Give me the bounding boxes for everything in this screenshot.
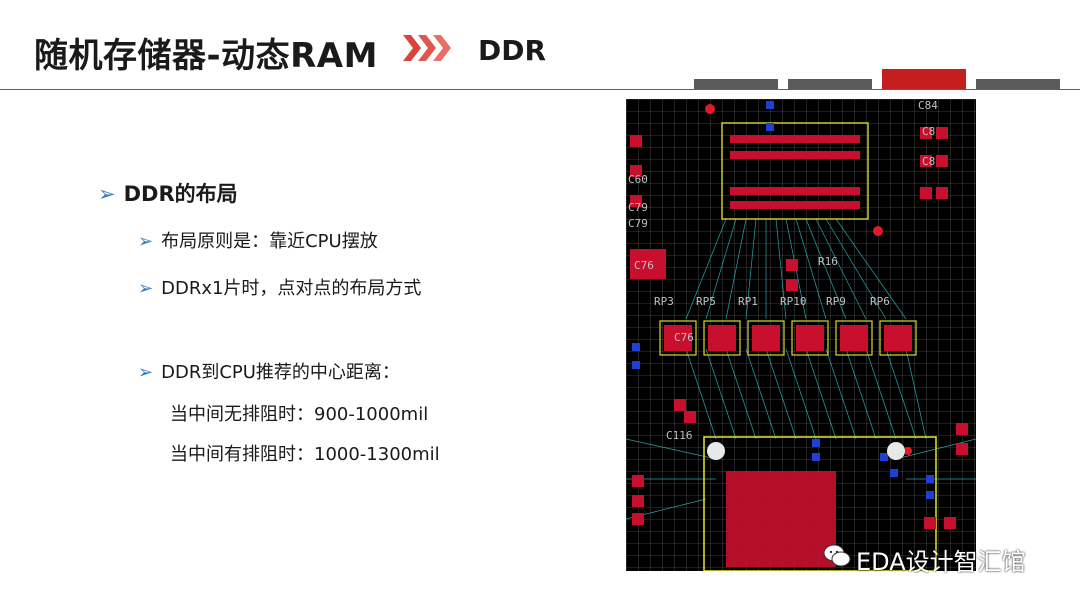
watermark-text: EDA设计智汇馆 bbox=[856, 548, 1026, 576]
wechat-icon bbox=[823, 544, 851, 567]
pcb-label: C79 bbox=[628, 217, 648, 230]
pcb-label: C60 bbox=[628, 173, 648, 186]
pcb-label: C84 bbox=[918, 99, 938, 112]
pcb-label: C76 bbox=[634, 259, 654, 272]
chevron-arrows-icon bbox=[403, 35, 451, 61]
pcb-label: RP10 bbox=[780, 295, 807, 308]
pcb-label: RP3 bbox=[654, 295, 674, 308]
tab-indicator-2 bbox=[788, 79, 872, 89]
bullet-item: ➢DDRx1片时，点对点的布局方式 bbox=[138, 278, 422, 299]
bullet-item: ➢布局原则是：靠近CPU摆放 bbox=[138, 231, 378, 252]
pcb-label: RP9 bbox=[826, 295, 846, 308]
pcb-label: C79 bbox=[628, 201, 648, 214]
bullet-arrow-icon: ➢ bbox=[138, 231, 154, 252]
pcb-layout-image: C84 C8 C8 RP3 RP5 RP1 RP10 RP9 RP6 R16 C… bbox=[626, 99, 976, 571]
bullet-arrow-icon: ➢ bbox=[138, 362, 154, 383]
bullet-arrow-icon: ➢ bbox=[98, 182, 116, 206]
pcb-label: RP6 bbox=[870, 295, 890, 308]
slide-subtitle: DDR bbox=[478, 34, 547, 67]
bullet-arrow-icon: ➢ bbox=[138, 278, 154, 299]
pcb-label: C8 bbox=[922, 125, 935, 138]
tab-indicator-4 bbox=[976, 79, 1060, 89]
slide-title: 随机存储器-动态RAM bbox=[34, 36, 378, 76]
pcb-label: R16 bbox=[818, 255, 838, 268]
pcb-label: RP1 bbox=[738, 295, 758, 308]
section-heading: ➢DDR的布局 bbox=[98, 182, 238, 206]
header-rule bbox=[0, 89, 1080, 90]
pcb-label: C8 bbox=[922, 155, 935, 168]
detail-line: 当中间无排阻时：900-1000mil bbox=[170, 404, 429, 425]
tab-indicator-1 bbox=[694, 79, 778, 89]
bullet-item: ➢DDR到CPU推荐的中心距离： bbox=[138, 362, 400, 383]
tab-indicator-active bbox=[882, 69, 966, 89]
pcb-label: C76 bbox=[674, 331, 694, 344]
pcb-label: RP5 bbox=[696, 295, 716, 308]
detail-line: 当中间有排阻时：1000-1300mil bbox=[170, 444, 440, 465]
pcb-label: C116 bbox=[666, 429, 693, 442]
